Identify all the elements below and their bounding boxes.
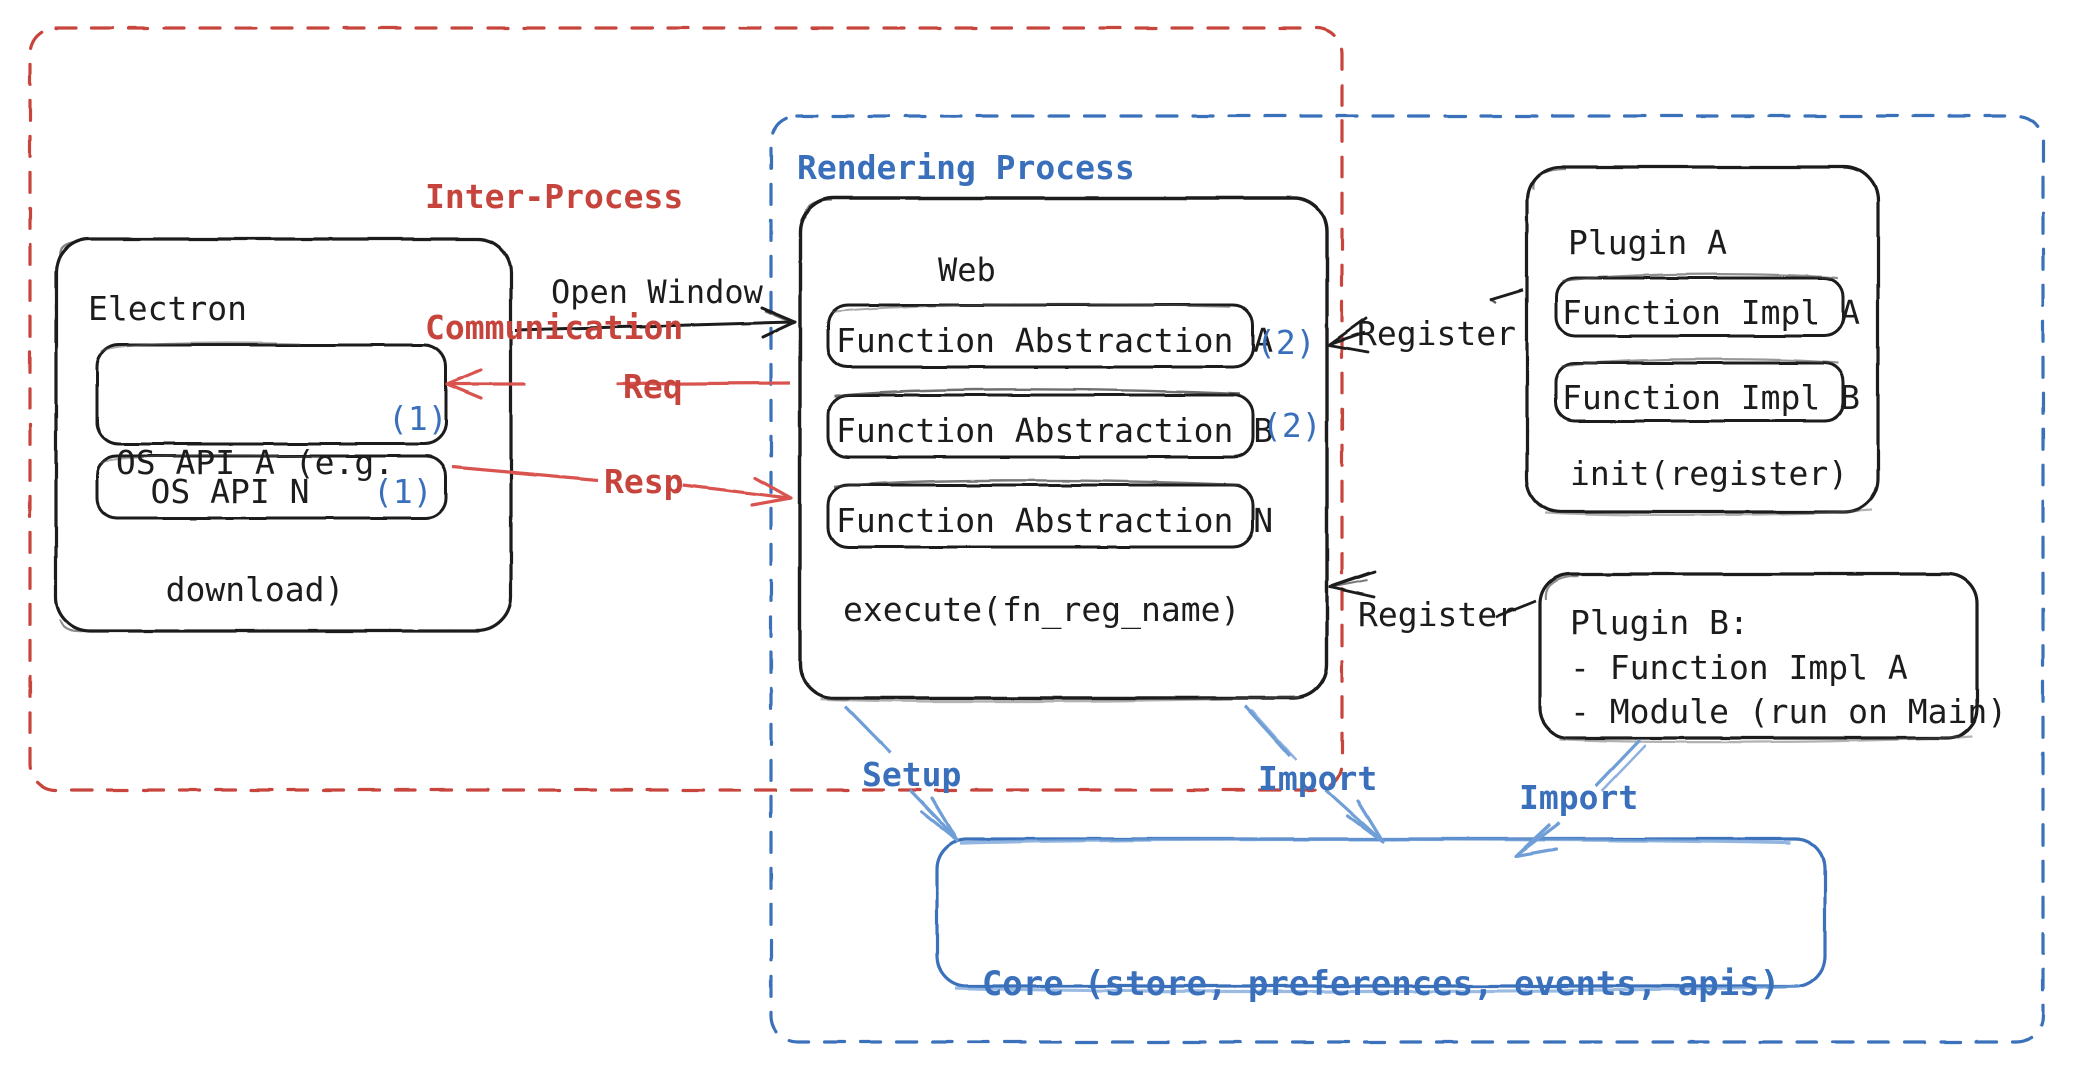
function-abstraction-a-label: Function Abstraction A [836,321,1274,360]
plugin-b-line-2: - Module (run on Main) [1570,692,2008,731]
edge-import-web-label: Import [1258,759,1378,798]
function-impl-b-label: Function Impl B [1562,378,1861,417]
ipc-label-line-2: Communication [425,307,684,347]
edge-import-plugin-b-label: Import [1519,778,1639,817]
web-title: Web [938,251,996,289]
os-api-a-line-2: download) [165,570,345,610]
core-line-1: Core (store, preferences, events, apis) [981,963,1781,1004]
function-abstraction-b-label: Function Abstraction B [836,411,1274,450]
edge-open-window-label: Open Window [551,273,763,311]
plugin-a-init-footer: init(register) [1570,454,1849,493]
os-api-n-label: OS API N [150,472,310,511]
edge-register-plugin-b-label: Register [1358,595,1517,634]
rendering-process-label: Rendering Process [797,148,1135,187]
function-abstraction-b-marker: (2) [1262,406,1322,445]
core-text-block: Core (store, preferences, events, apis) … [947,862,1815,1066]
plugin-b-line-1: - Function Impl A [1570,648,1908,687]
web-execute-footer: execute(fn_reg_name) [843,590,1241,629]
electron-title: Electron [88,289,247,328]
ipc-label-line-1: Inter-Process [425,177,684,217]
function-abstraction-n-label: Function Abstraction N [836,501,1274,540]
edge-resp-label: Resp [604,462,684,501]
plugin-b-title: Plugin B: [1570,603,1749,642]
os-api-a-line-1: OS API A (e.g. [115,443,395,483]
os-api-n-marker: (1) [373,472,433,511]
edge-req-label: Req [623,367,683,406]
function-abstraction-a-marker: (2) [1256,323,1316,362]
os-api-a-label: OS API A (e.g. download) [105,358,405,696]
os-api-a-marker: (1) [388,399,448,438]
edge-register-plugin-a-label: Register [1357,314,1516,353]
ipc-container-label: Inter-Process Communication [425,88,725,436]
function-impl-a-label: Function Impl A [1562,293,1861,332]
edge-setup-label: Setup [862,755,962,794]
plugin-a-title: Plugin A [1568,223,1727,262]
